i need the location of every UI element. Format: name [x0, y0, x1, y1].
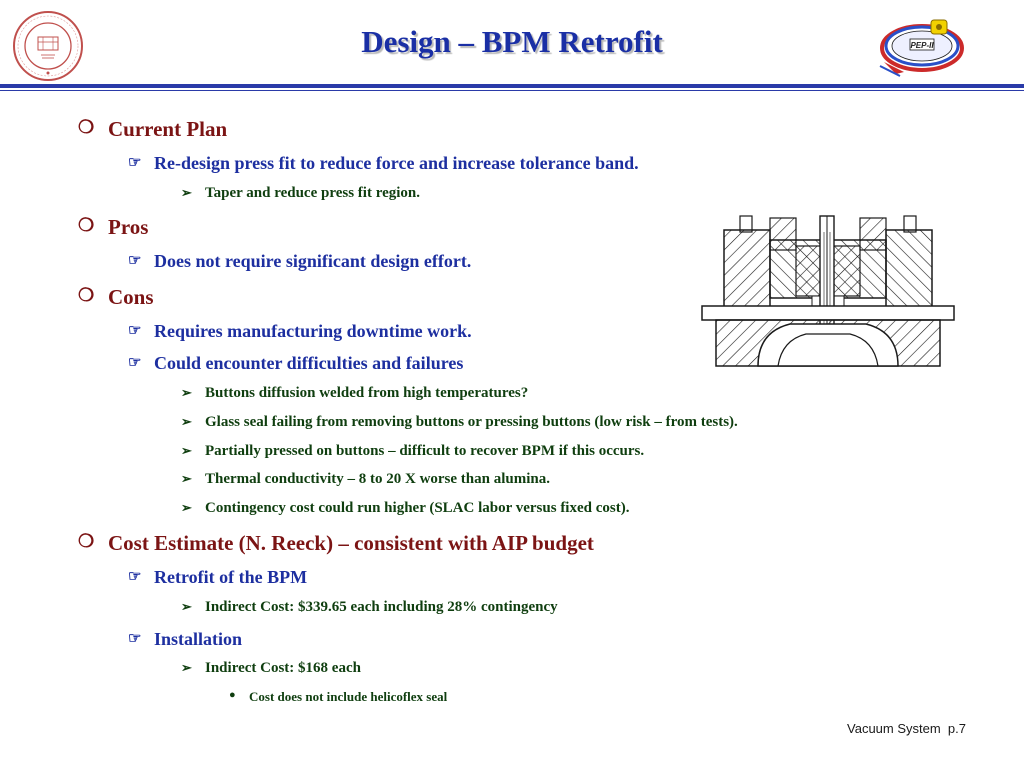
list-item: ☞ Could encounter difficulties and failu…: [128, 353, 464, 374]
list-item: ☞ Does not require significant design ef…: [128, 251, 472, 272]
arrowhead-bullet-icon: ➢: [181, 385, 192, 400]
bpm-cross-section-drawing-icon: [698, 212, 958, 384]
list-item-text: Thermal conductivity – 8 to 20 X worse t…: [205, 471, 550, 487]
hollow-circle-bullet-icon: ❍: [78, 531, 95, 551]
pep-ii-ring-logo-icon: PEP-II: [879, 19, 964, 77]
pointing-hand-bullet-icon: ☞: [128, 569, 142, 585]
hollow-circle-bullet-icon: ❍: [78, 215, 95, 235]
list-item: ☞ Installation: [128, 629, 243, 650]
list-item-text: Buttons diffusion welded from high tempe…: [205, 385, 529, 401]
arrowhead-bullet-icon: ➢: [181, 500, 192, 515]
list-item-text: Does not require significant design effo…: [154, 251, 472, 271]
list-item: ➢ Glass seal failing from removing butto…: [181, 414, 738, 431]
header-rule-thin: [0, 90, 1024, 91]
arrowhead-bullet-icon: ➢: [181, 660, 192, 675]
arrowhead-bullet-icon: ➢: [181, 185, 192, 200]
heading-cons: ❍ Cons: [78, 285, 154, 310]
arrowhead-bullet-icon: ➢: [181, 471, 192, 486]
list-item-text: Cost does not include helicoflex seal: [249, 689, 448, 704]
pep-ii-logo-text: PEP-II: [910, 41, 934, 50]
pointing-hand-bullet-icon: ☞: [128, 355, 142, 371]
hollow-circle-bullet-icon: ❍: [78, 285, 95, 305]
list-item-text: Indirect Cost: $339.65 each including 28…: [205, 599, 558, 615]
list-item-text: Glass seal failing from removing buttons…: [205, 414, 738, 430]
heading-current-plan: ❍ Current Plan: [78, 117, 228, 142]
list-item: ➢ Thermal conductivity – 8 to 20 X worse…: [181, 471, 550, 488]
list-item: ➢ Taper and reduce press fit region.: [181, 185, 421, 202]
heading-text: Pros: [108, 215, 149, 239]
header-rule-thick: [0, 84, 1024, 88]
list-item-text: Could encounter difficulties and failure…: [154, 353, 464, 373]
heading-text: Current Plan: [108, 117, 228, 141]
slide-title: Design – BPM Retrofit: [361, 24, 663, 59]
list-item: ➢ Indirect Cost: $339.65 each including …: [181, 599, 558, 616]
list-item: ☞ Re-design press fit to reduce force an…: [128, 153, 639, 174]
list-item: ➢ Partially pressed on buttons – difficu…: [181, 443, 645, 460]
pointing-hand-bullet-icon: ☞: [128, 253, 142, 269]
slac-seal-logo-icon: [13, 11, 83, 81]
list-item-text: Re-design press fit to reduce force and …: [154, 153, 639, 173]
list-item: ➢ Indirect Cost: $168 each: [181, 660, 361, 677]
list-item: ☞ Retrofit of the BPM: [128, 567, 308, 588]
list-item: ☞ Requires manufacturing downtime work.: [128, 321, 472, 342]
pointing-hand-bullet-icon: ☞: [128, 323, 142, 339]
hollow-circle-bullet-icon: ❍: [78, 117, 95, 137]
list-item-text: Taper and reduce press fit region.: [205, 185, 421, 201]
list-item: ● Cost does not include helicoflex seal: [229, 689, 448, 705]
list-item-text: Contingency cost could run higher (SLAC …: [205, 500, 630, 516]
arrowhead-bullet-icon: ➢: [181, 599, 192, 614]
list-item-text: Indirect Cost: $168 each: [205, 660, 361, 676]
heading-pros: ❍ Pros: [78, 215, 149, 240]
list-item: ➢ Buttons diffusion welded from high tem…: [181, 385, 529, 402]
list-item-text: Retrofit of the BPM: [154, 567, 308, 587]
heading-text: Cost Estimate (N. Reeck) – consistent wi…: [108, 531, 594, 555]
list-item-text: Partially pressed on buttons – difficult…: [205, 443, 645, 459]
heading-text: Cons: [108, 285, 154, 309]
list-item-text: Installation: [154, 629, 243, 649]
footer-page-label: Vacuum System p.7: [847, 721, 966, 736]
dot-bullet-icon: ●: [229, 689, 236, 701]
list-item-text: Requires manufacturing downtime work.: [154, 321, 472, 341]
list-item: ➢ Contingency cost could run higher (SLA…: [181, 500, 630, 517]
arrowhead-bullet-icon: ➢: [181, 443, 192, 458]
pointing-hand-bullet-icon: ☞: [128, 631, 142, 647]
pointing-hand-bullet-icon: ☞: [128, 155, 142, 171]
arrowhead-bullet-icon: ➢: [181, 414, 192, 429]
heading-cost-estimate: ❍ Cost Estimate (N. Reeck) – consistent …: [78, 531, 594, 556]
